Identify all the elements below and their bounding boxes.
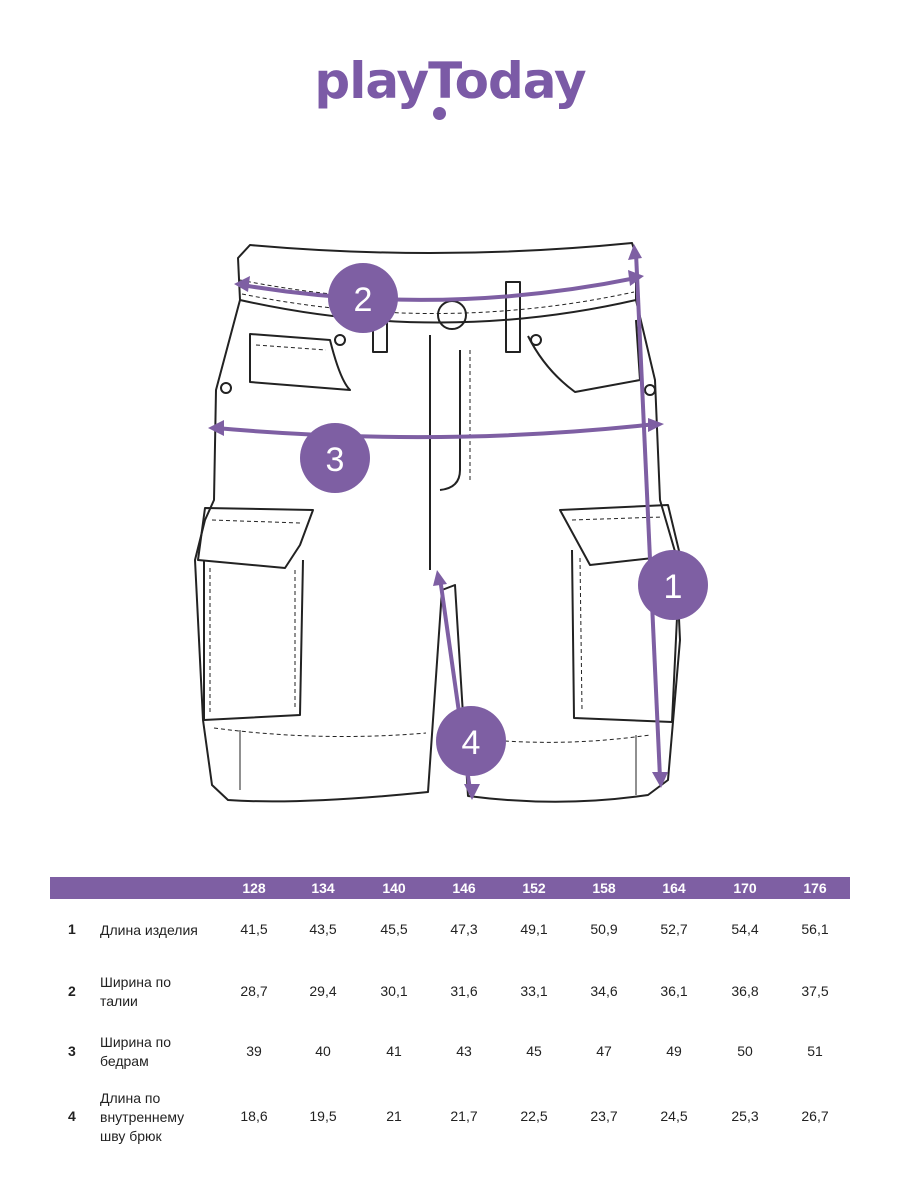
row-number: 4 — [68, 1108, 76, 1124]
row-label: Длина изделия — [100, 922, 198, 938]
size-header: 146 — [452, 880, 476, 896]
value-cell: 28,7 — [240, 983, 268, 999]
value-cell: 52,7 — [660, 921, 688, 937]
row-number: 3 — [68, 1043, 76, 1059]
value-cell: 45,5 — [380, 921, 408, 937]
row-label-line: шву брюк — [100, 1128, 162, 1144]
value-cell: 50,9 — [590, 921, 618, 937]
shorts-outline — [194, 242, 681, 803]
marker-3-label: 3 — [326, 441, 345, 479]
marker-1: 1 — [638, 550, 708, 620]
marker-4: 4 — [436, 706, 506, 776]
value-cell: 50 — [737, 1043, 753, 1059]
row-label-line: Ширина по — [100, 974, 172, 990]
size-header: 164 — [662, 880, 686, 896]
value-cell: 21,7 — [450, 1108, 478, 1124]
value-cell: 33,1 — [520, 983, 548, 999]
size-header-row: 128 134 140 146 152 158 164 170 176 — [50, 877, 850, 899]
measurement-lines — [215, 252, 662, 791]
marker-2: 2 — [328, 263, 398, 333]
size-header: 158 — [592, 880, 616, 896]
size-header: 140 — [382, 880, 406, 896]
value-cell: 41 — [386, 1043, 402, 1059]
logo-dot — [433, 107, 446, 120]
value-cell: 34,6 — [590, 983, 618, 999]
marker-1-label: 1 — [664, 568, 683, 606]
value-cell: 41,5 — [240, 921, 268, 937]
value-cell: 47 — [596, 1043, 612, 1059]
value-cell: 56,1 — [801, 921, 829, 937]
value-cell: 18,6 — [240, 1108, 268, 1124]
row-label-line: Ширина по — [100, 1034, 172, 1050]
value-cell: 19,5 — [309, 1108, 337, 1124]
row-label-line: Длина по — [100, 1090, 161, 1106]
size-header: 170 — [733, 880, 757, 896]
size-header: 176 — [803, 880, 827, 896]
row-number: 2 — [68, 983, 76, 999]
row-label-line: талии — [100, 993, 138, 1009]
value-cell: 37,5 — [801, 983, 829, 999]
value-cell: 30,1 — [380, 983, 408, 999]
value-cell: 39 — [246, 1043, 262, 1059]
value-cell: 43 — [456, 1043, 472, 1059]
brand-name: playToday — [314, 52, 586, 110]
value-cell: 29,4 — [309, 983, 337, 999]
value-cell: 25,3 — [731, 1108, 759, 1124]
size-header: 128 — [242, 880, 266, 896]
value-cell: 26,7 — [801, 1108, 829, 1124]
size-table: 128 134 140 146 152 158 164 170 176 1 Дл… — [50, 877, 850, 1144]
value-cell: 45 — [526, 1043, 542, 1059]
row-label-line: внутреннему — [100, 1109, 185, 1125]
marker-4-label: 4 — [462, 724, 481, 762]
value-cell: 24,5 — [660, 1108, 688, 1124]
value-cell: 51 — [807, 1043, 823, 1059]
value-cell: 49,1 — [520, 921, 548, 937]
marker-2-label: 2 — [354, 281, 373, 319]
value-cell: 23,7 — [590, 1108, 618, 1124]
value-cell: 36,8 — [731, 983, 759, 999]
value-cell: 21 — [386, 1108, 402, 1124]
shorts-diagram: 1 2 3 4 — [194, 242, 708, 803]
value-cell: 22,5 — [520, 1108, 548, 1124]
arrowheads — [208, 244, 668, 800]
value-cell: 40 — [315, 1043, 331, 1059]
row-number: 1 — [68, 921, 76, 937]
size-header: 134 — [311, 880, 335, 896]
value-cell: 47,3 — [450, 921, 478, 937]
value-cell: 49 — [666, 1043, 682, 1059]
size-header: 152 — [522, 880, 546, 896]
value-cell: 43,5 — [309, 921, 337, 937]
brand-logo: playToday — [0, 52, 900, 110]
value-cell: 31,6 — [450, 983, 478, 999]
row-label-line: бедрам — [100, 1053, 149, 1069]
value-cell: 36,1 — [660, 983, 688, 999]
marker-3: 3 — [300, 423, 370, 493]
value-cell: 54,4 — [731, 921, 759, 937]
